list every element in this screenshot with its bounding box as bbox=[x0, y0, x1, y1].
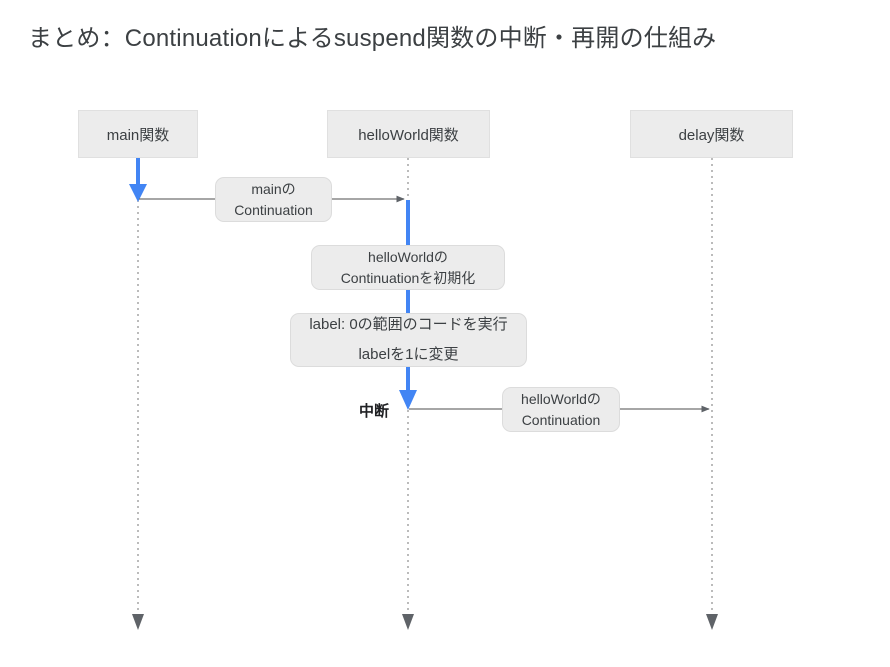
note-init-continuation-line-1: helloWorldの bbox=[368, 248, 448, 265]
page-title: まとめ：Continuationによるsuspend関数の中断・再開の仕組み bbox=[28, 25, 717, 52]
lifeline-delay bbox=[706, 158, 718, 630]
activation-bar-main bbox=[129, 158, 147, 202]
participant-delay-label: delay関数 bbox=[678, 126, 745, 144]
participant-helloworld[interactable]: helloWorld関数 bbox=[327, 110, 490, 158]
note-label-execution-line-1: label: 0の範囲のコードを実行 bbox=[309, 316, 508, 333]
message-label-2-line-1: helloWorldの bbox=[521, 390, 601, 407]
message-label-line-1: mainの bbox=[251, 180, 296, 197]
participant-helloworld-label: helloWorld関数 bbox=[358, 126, 459, 144]
message-label-main-continuation[interactable]: mainの Continuation bbox=[215, 177, 332, 222]
note-label-execution-line-2: labelを1に変更 bbox=[358, 346, 459, 363]
participant-delay[interactable]: delay関数 bbox=[630, 110, 793, 158]
message-label-helloworld-continuation[interactable]: helloWorldの Continuation bbox=[502, 387, 620, 432]
note-label-execution[interactable]: label: 0の範囲のコードを実行 labelを1に変更 bbox=[290, 313, 527, 367]
lifeline-main bbox=[132, 158, 144, 630]
activation-bar-helloworld bbox=[399, 200, 417, 410]
edge-label-suspend: 中断 bbox=[359, 403, 390, 420]
participant-main-label: main関数 bbox=[106, 126, 170, 144]
message-label-2-line-2: Continuation bbox=[521, 411, 601, 428]
note-init-continuation[interactable]: helloWorldの Continuationを初期化 bbox=[311, 245, 505, 290]
note-init-continuation-line-2: Continuationを初期化 bbox=[340, 269, 476, 286]
message-label-line-2: Continuation bbox=[234, 201, 313, 218]
participant-main[interactable]: main関数 bbox=[78, 110, 198, 158]
